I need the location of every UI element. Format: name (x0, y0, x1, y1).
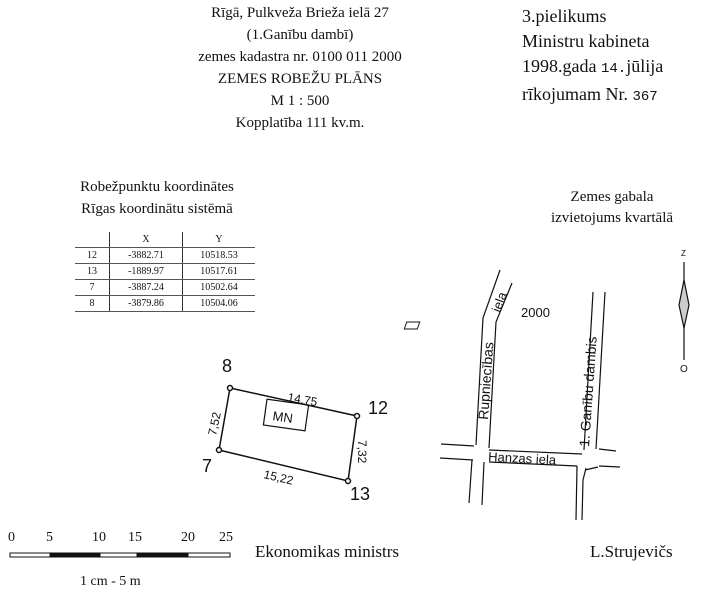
parcel-number: 2000 (521, 305, 550, 320)
minister-name: L.Strujevičs (590, 542, 673, 561)
scale-caption: 1 cm - 5 m (80, 574, 141, 589)
appendix-authority: Ministru kabineta (522, 31, 650, 51)
cadastre-number: zemes kadastra nr. 0100 011 2000 (198, 49, 402, 65)
north-label: Z (681, 249, 686, 258)
point-label-13: 13 (350, 484, 370, 504)
boundary-point-13 (344, 477, 352, 485)
street-label-rupniecibas: Rupniecības (475, 341, 496, 420)
side-length-bottom: 15,22 (262, 467, 295, 487)
address-note: (1.Ganību dambī) (246, 27, 354, 43)
appendix-block: 3.pielikums Ministru kabineta 1998.gada … (522, 4, 663, 110)
location-title: Zemes gabala izvietojums kvartālā (550, 189, 674, 226)
coords-title: Robežpunktu koordinātes Rīgas koordinātu… (80, 179, 234, 217)
appendix-order: rīkojumam Nr. 367 (522, 84, 658, 105)
scale-tick: 10 (92, 530, 106, 545)
boundary-point-12 (353, 412, 361, 420)
total-area: Kopplatība 111 kv.m. (235, 115, 365, 131)
point-label-8: 8 (222, 356, 232, 376)
scale-tick: 20 (181, 530, 195, 545)
scale-tick: 25 (219, 530, 233, 545)
boundary-point-8 (226, 384, 234, 392)
side-length-top: 14.75 (286, 390, 318, 409)
south-label: O (680, 364, 688, 375)
address: Rīgā, Pulkveža Brieža ielā 27 (211, 5, 389, 21)
parcel-marker (403, 321, 421, 330)
scale-bar (9, 552, 231, 558)
street-label-hanzas: Hanzas iela (488, 449, 557, 468)
appendix-date: 1998.gada 14.jūlija (522, 56, 664, 77)
boundary-point-7 (215, 446, 223, 454)
header-block: Rīgā, Pulkveža Brieža ielā 27 (1.Ganību … (198, 2, 402, 134)
street-label-rupniecibas-iela: iela (489, 289, 510, 314)
side-length-left: 7,52 (205, 411, 224, 437)
building-outline (262, 398, 310, 432)
point-label-7: 7 (202, 456, 212, 476)
scale-tick: 5 (46, 530, 53, 545)
point-label-12: 12 (368, 398, 388, 418)
scale-tick: 15 (128, 530, 142, 545)
plan-title: ZEMES ROBEŽU PLĀNS (217, 71, 383, 87)
minister-title: Ekonomikas ministrs (255, 542, 400, 561)
scale-tick: 0 (8, 530, 15, 545)
side-length-right: 7,32 (355, 440, 369, 464)
appendix-number: 3.pielikums (522, 6, 607, 26)
street-label-ganibu: 1. Ganību dambis (576, 336, 600, 447)
building-label: MN (272, 408, 294, 426)
plan-scale: M 1 : 500 (270, 93, 330, 109)
boundary-plan (215, 384, 361, 485)
north-arrow-icon (678, 262, 690, 360)
table-header: X Y (75, 232, 255, 248)
location-map (403, 262, 690, 521)
